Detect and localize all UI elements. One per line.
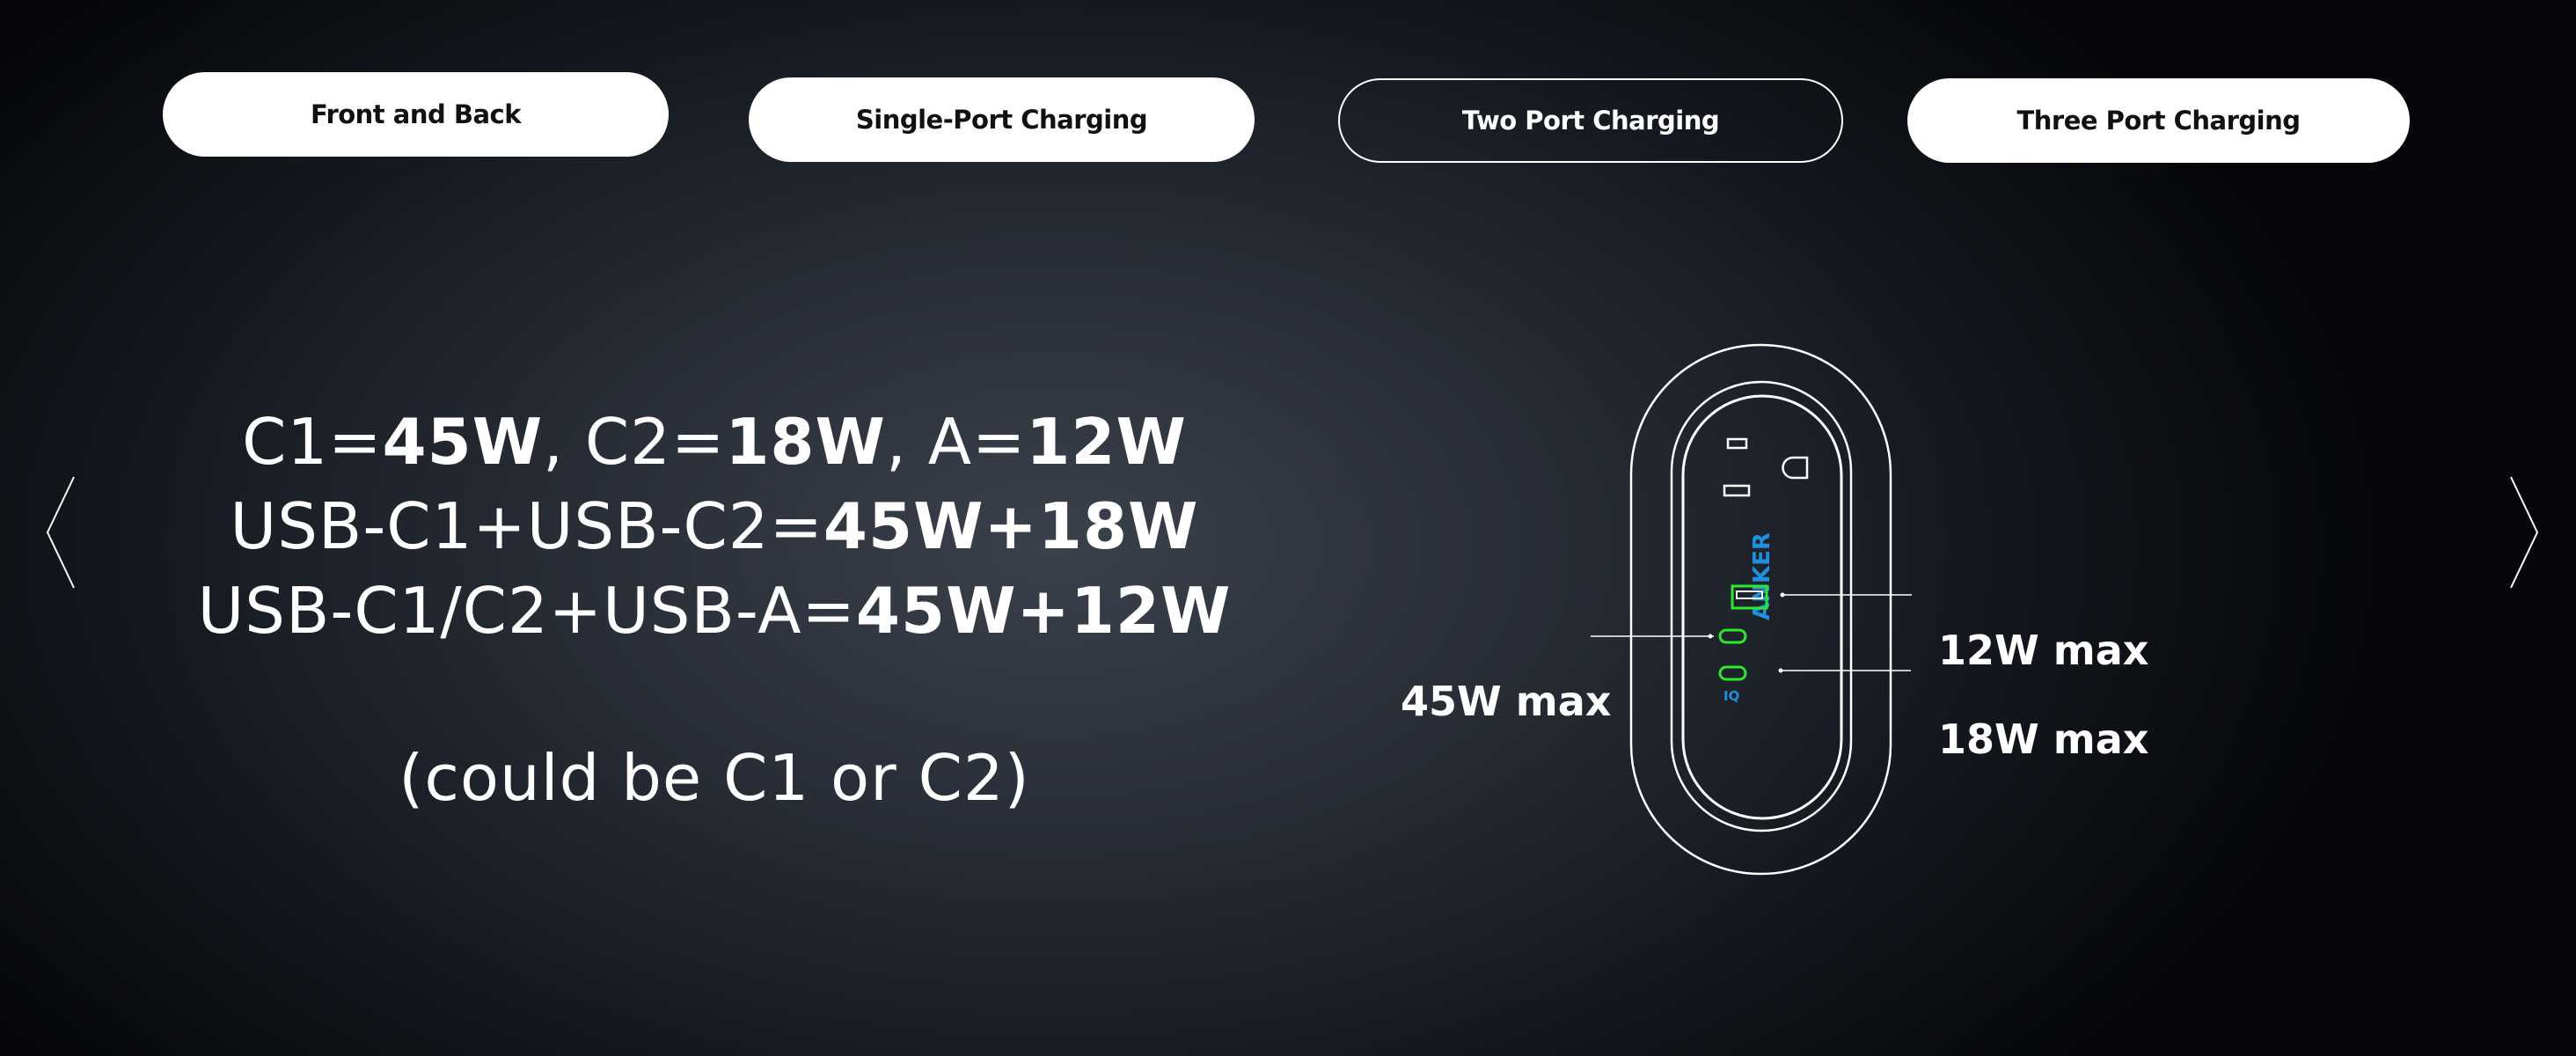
tab-single-port-charging[interactable]: Single-Port Charging bbox=[749, 77, 1255, 162]
text: , C2= bbox=[543, 405, 726, 479]
tab-three-port-charging[interactable]: Three Port Charging bbox=[1907, 78, 2410, 163]
text: USB-C1/C2+USB-A= bbox=[197, 574, 856, 648]
usb-a-port bbox=[1731, 584, 1768, 610]
usb-c2-label: 18W max bbox=[1938, 715, 2149, 763]
usb-a-label: 12W max bbox=[1938, 627, 2149, 674]
usb-c1-label: 45W max bbox=[1401, 678, 1612, 725]
usb-c2-port bbox=[1718, 665, 1747, 681]
value: 45W+18W bbox=[823, 489, 1199, 563]
value: 12W bbox=[1026, 405, 1187, 479]
rate-line-2: USB-C1+USB-C2=45W+18W bbox=[0, 489, 1429, 563]
anker-logo: ANKER bbox=[1749, 532, 1775, 620]
chevron-left-icon[interactable] bbox=[44, 475, 79, 590]
usb-c1-port bbox=[1718, 628, 1747, 644]
text: , A= bbox=[885, 405, 1027, 479]
value: 18W bbox=[725, 405, 886, 479]
tab-two-port-charging[interactable]: Two Port Charging bbox=[1338, 78, 1843, 163]
rate-line-3: USB-C1/C2+USB-A=45W+12W bbox=[0, 574, 1429, 648]
iq-badge: IQ bbox=[1723, 688, 1739, 704]
power-strip-illustration: ANKER IQ bbox=[1591, 343, 1912, 876]
tab-front-and-back[interactable]: Front and Back bbox=[163, 72, 669, 157]
value: 45W bbox=[382, 405, 544, 479]
chevron-right-icon[interactable] bbox=[2506, 475, 2541, 590]
rate-note: (could be C1 or C2) bbox=[399, 741, 1030, 815]
text: USB-C1+USB-C2= bbox=[230, 489, 823, 563]
text: C1= bbox=[242, 405, 383, 479]
rate-line-1: C1=45W, C2=18W, A=12W bbox=[0, 405, 1429, 479]
value: 45W+12W bbox=[855, 574, 1232, 648]
